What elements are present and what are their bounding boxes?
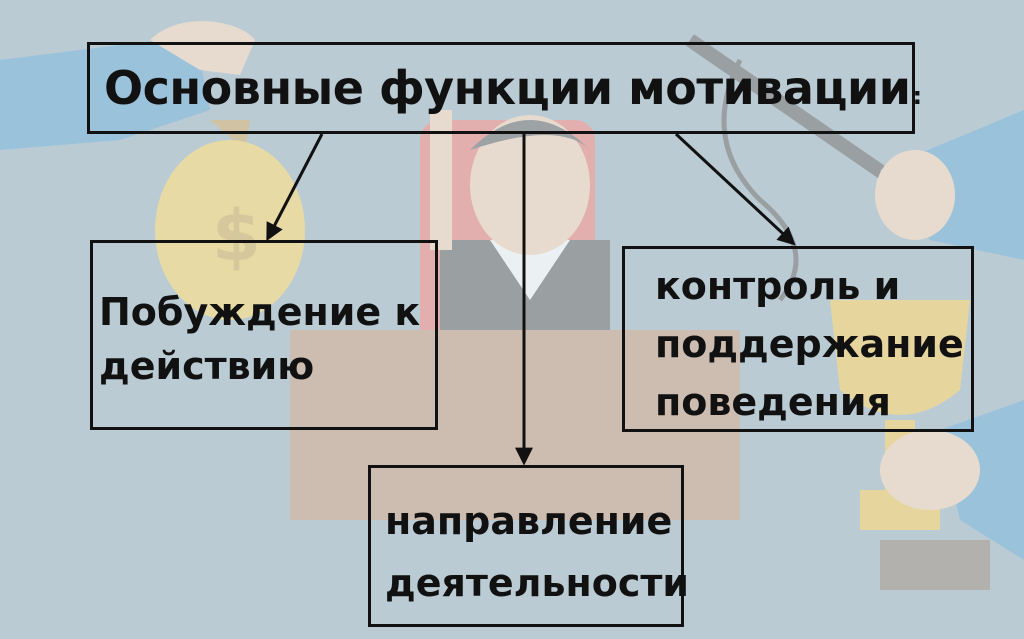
box-line: контроль и xyxy=(655,264,901,308)
function-box-control: контроль и поддержание поведения xyxy=(622,246,974,432)
box-line: поддержание xyxy=(655,322,964,366)
title-colon: : xyxy=(912,82,922,110)
box-line: направление xyxy=(385,499,673,543)
function-box-stimulation: Побуждение к действию xyxy=(90,240,438,430)
arrow-to-right-box xyxy=(674,132,796,246)
title-box: Основные функции мотивации: xyxy=(87,42,922,134)
box-line: Побуждение к xyxy=(99,290,421,334)
diagram-title: Основные функции мотивации xyxy=(104,61,911,115)
box-line: действию xyxy=(99,344,315,388)
box-line: деятельности xyxy=(385,561,690,605)
function-box-direction: направление деятельности xyxy=(368,465,690,627)
arrow-to-left-box xyxy=(266,133,324,242)
box-line: поведения xyxy=(655,380,891,424)
